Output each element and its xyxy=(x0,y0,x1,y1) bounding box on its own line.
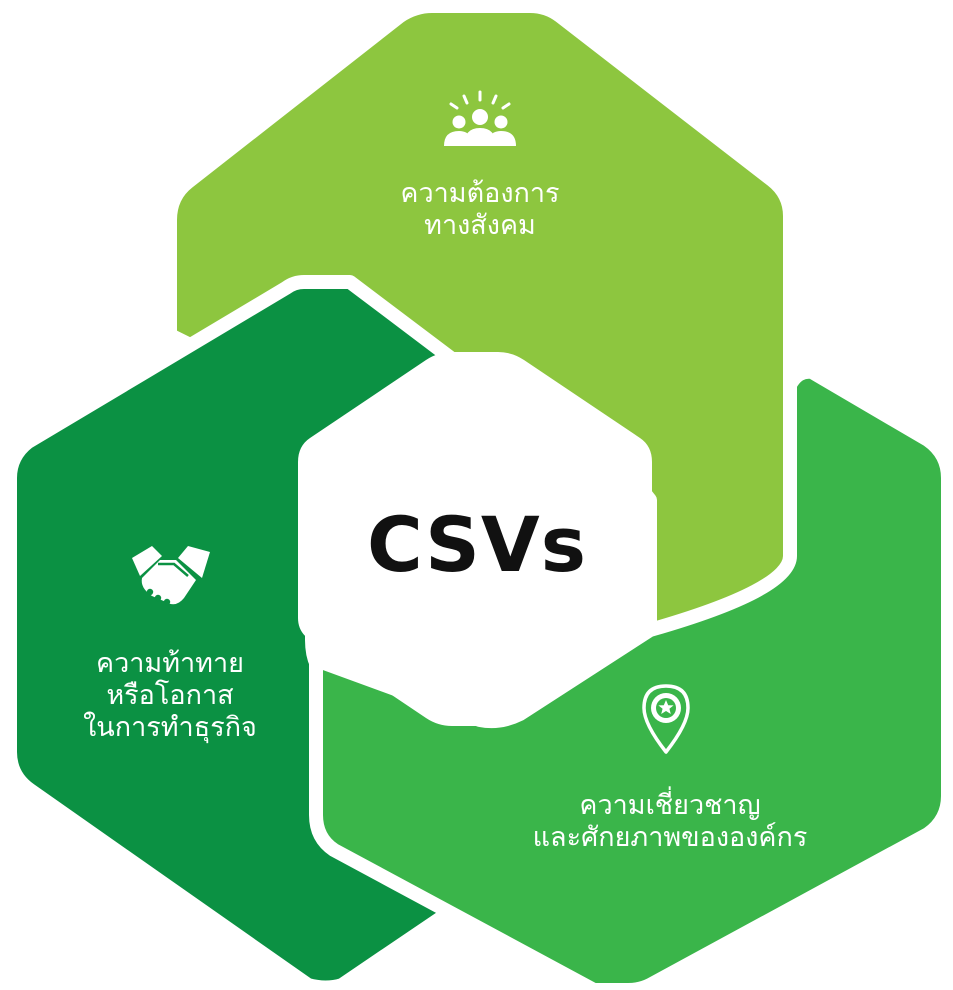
social-needs-label: ความต้องการ ทางสังคม xyxy=(330,178,630,242)
center-label: CSVs xyxy=(367,500,587,589)
business-challenges-line-2: หรือโอกาส xyxy=(106,680,234,711)
expertise-hexagon xyxy=(309,364,953,990)
expertise-label: ความเชี่ยวชาญ และศักยภาพขององค์กร xyxy=(510,790,830,854)
business-challenges-line-3: ในการทำธุรกิจ xyxy=(83,712,257,743)
people-icon xyxy=(444,90,516,146)
social-needs-line-2: ทางสังคม xyxy=(424,210,536,241)
business-challenges-line-1: ความท้าทาย xyxy=(96,648,244,679)
handshake-icon xyxy=(132,546,210,606)
social-needs-line-1: ความต้องการ xyxy=(400,178,560,209)
business-challenges-label: ความท้าทาย หรือโอกาส ในการทำธุรกิจ xyxy=(20,648,320,744)
location-badge-icon xyxy=(642,684,690,754)
expertise-line-2: และศักยภาพขององค์กร xyxy=(532,822,808,853)
center-hexagon xyxy=(298,352,652,726)
expertise-line-1: ความเชี่ยวชาญ xyxy=(579,790,761,821)
